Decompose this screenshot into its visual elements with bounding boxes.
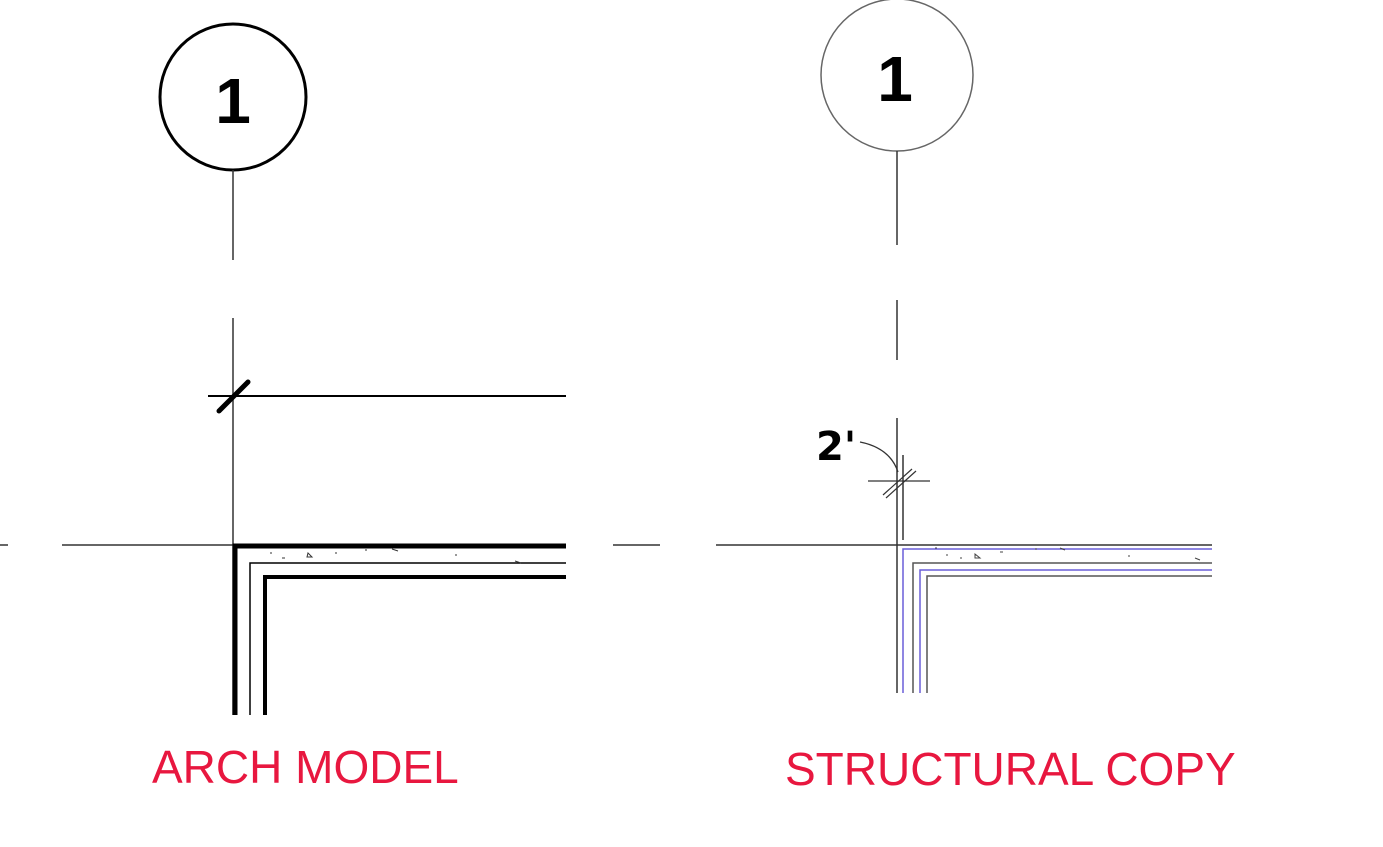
- offset-crosshair: [868, 468, 930, 499]
- wall: [902, 547, 1212, 693]
- grid-bubble-number: 1: [215, 65, 251, 137]
- arch-model-drawing: 1: [0, 22, 566, 715]
- wall: [232, 543, 566, 715]
- arch-model-caption: ARCH MODEL: [152, 741, 459, 793]
- structural-copy-drawing: 1 2': [613, 0, 1212, 693]
- grid-line-vertical: [896, 151, 904, 693]
- level-tick: [216, 379, 251, 414]
- structural-copy-caption: STRUCTURAL COPY: [785, 743, 1236, 795]
- offset-label: 2': [816, 424, 856, 470]
- grid-bubble-number: 1: [877, 43, 913, 115]
- offset-leader: [859, 441, 899, 473]
